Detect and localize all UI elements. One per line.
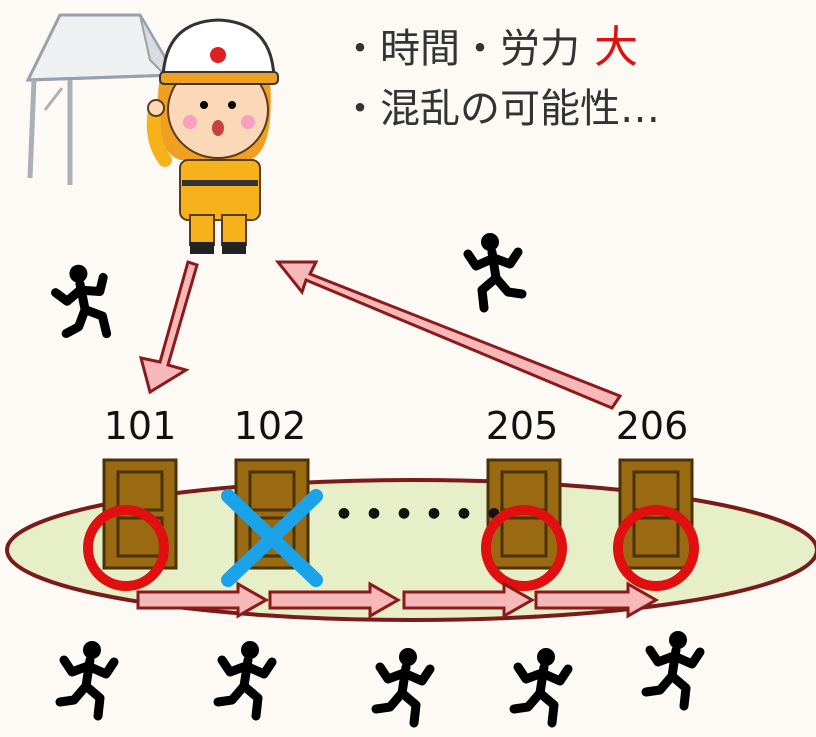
runner-icon [376, 648, 430, 723]
runner-icon [646, 631, 700, 706]
flow-arrow-4-icon [534, 581, 660, 619]
arrow-back-icon [274, 260, 623, 410]
runner-icon [468, 233, 522, 308]
note-line-1: ・時間・労力大 [340, 18, 660, 79]
ellipsis: ・・・・・・ [322, 490, 502, 541]
note-emphasis: 大 [594, 22, 638, 73]
platform [5, 478, 816, 622]
circle-mark-101-icon [83, 505, 169, 591]
runner-icon [514, 648, 568, 723]
runner-icon [45, 258, 121, 347]
notes: ・時間・労力大 ・混乱の可能性… [340, 18, 660, 139]
room-label-205: 205 [485, 404, 559, 448]
flow-arrow-3-icon [402, 581, 536, 619]
note-line-2: ・混乱の可能性… [340, 86, 660, 132]
runner-icon [218, 641, 272, 716]
room-label-102: 102 [233, 404, 307, 448]
arrow-to-101-icon [138, 260, 199, 395]
note-text-1: ・時間・労力 [340, 26, 580, 72]
runner-icon [60, 641, 114, 716]
circle-mark-205-icon [481, 505, 567, 591]
room-label-206: 206 [615, 404, 689, 448]
cross-mark-102-icon [221, 489, 323, 587]
flow-arrow-1-icon [136, 581, 270, 619]
firefighter-icon [146, 18, 279, 254]
room-label-101: 101 [103, 404, 177, 448]
flow-arrow-2-icon [268, 581, 402, 619]
circle-mark-206-icon [613, 505, 699, 591]
